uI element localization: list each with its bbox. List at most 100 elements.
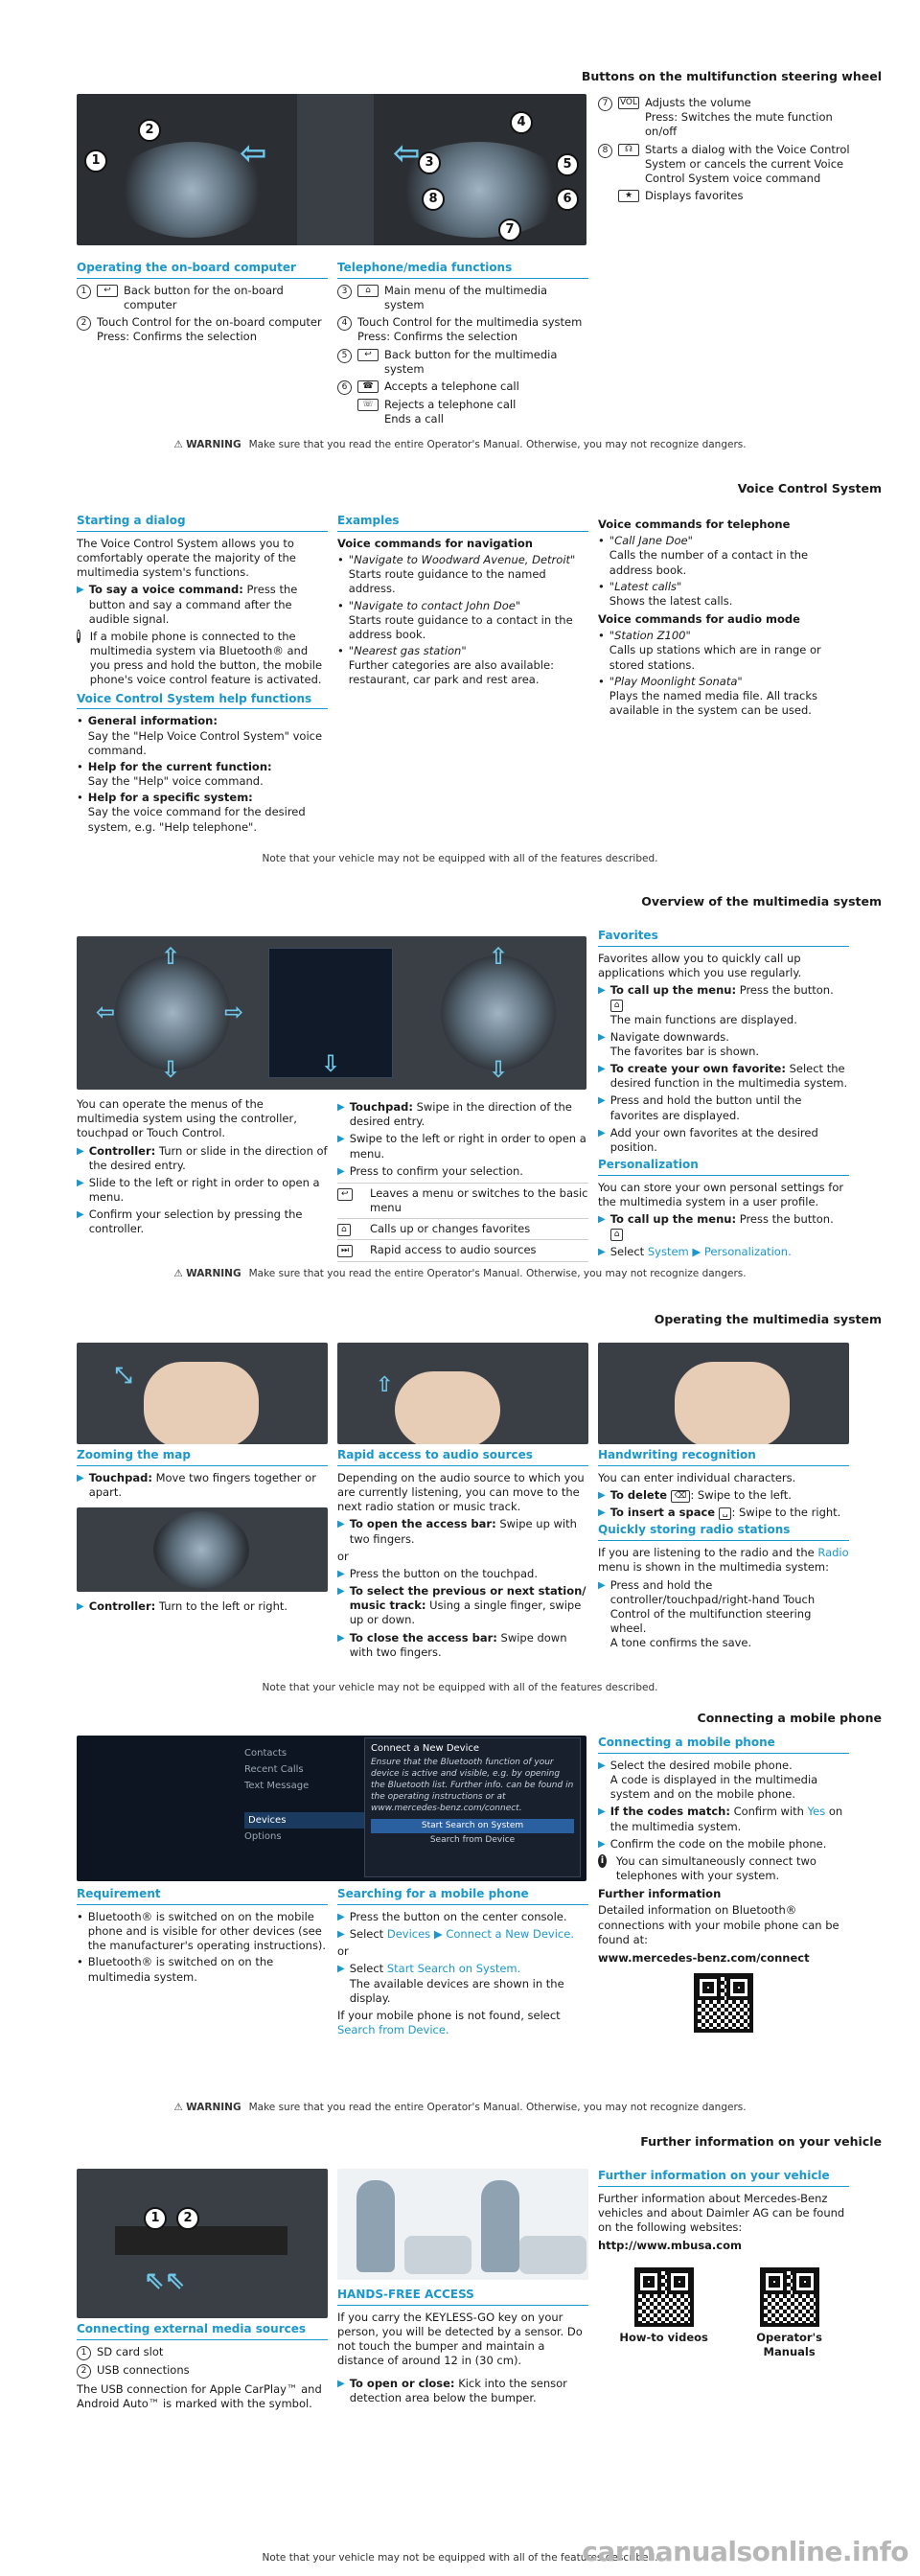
devices-link[interactable]: Devices xyxy=(386,1927,431,1941)
callout-1: 1 xyxy=(84,150,107,172)
menu-contacts[interactable]: Contacts xyxy=(244,1748,288,1759)
arrow-left-icon: ⇦ xyxy=(96,999,116,1025)
arrow-down-icon: ⇩ xyxy=(489,1056,509,1083)
section-multimedia-overview: Overview of the multimedia system ⇧ ⇩ ⇦ … xyxy=(0,886,920,1289)
voice-control-icon: ☊ xyxy=(618,143,639,156)
personalization-link[interactable]: Personalization. xyxy=(703,1244,792,1258)
controller-zoom-figure xyxy=(77,1507,328,1593)
arrow-up-icon: ⇧ xyxy=(161,943,181,970)
qr-code-icon xyxy=(694,1973,753,2034)
section-header: Voice Control System xyxy=(737,481,882,495)
search-from-device-link[interactable]: Search from Device. xyxy=(337,2023,449,2037)
star-icon: ★ xyxy=(618,190,639,203)
mbusa-url[interactable]: http://www.mbusa.com xyxy=(598,2239,742,2253)
col-hands-free: HANDS-FREE ACCESS If you carry the KEYLE… xyxy=(337,2288,588,2408)
home-icon: ⌂ xyxy=(610,1229,624,1242)
callout-7: 7 xyxy=(498,218,521,242)
controller-figure: ⇧ ⇩ ⇦ ⇨ ⇩ ⇧ ⇩ xyxy=(77,936,586,1090)
col-zooming: Zooming the map ▶Touchpad: Move two fing… xyxy=(77,1448,328,1617)
arrow-left-icon: ⇦ xyxy=(393,134,421,172)
qr-code-icon xyxy=(633,2266,694,2327)
home-icon: ⌂ xyxy=(337,1224,351,1237)
section-steering-wheel: Buttons on the multifunction steering wh… xyxy=(0,0,920,450)
section-header: Operating the multimedia system xyxy=(654,1312,882,1326)
col-requirement: Requirement •Bluetooth® is switched on o… xyxy=(77,1887,328,1984)
footnote: Note that your vehicle may not be equipp… xyxy=(262,2552,658,2564)
section-header: Connecting a mobile phone xyxy=(697,1711,882,1725)
col-telephone-media: Telephone/media functions 3⌂Main menu of… xyxy=(337,261,588,429)
start-search-link[interactable]: Start Search on System. xyxy=(386,1962,521,1976)
usb-slot-figure: 1 2 ⇖⇖ xyxy=(77,2169,328,2318)
search-from-device-button[interactable]: Search from Device xyxy=(429,1835,516,1846)
footnote: Note that your vehicle may not be equipp… xyxy=(262,853,658,864)
info-icon: i xyxy=(77,629,80,643)
section-header: Overview of the multimedia system xyxy=(641,894,882,908)
section-header: Further information on your vehicle xyxy=(640,2134,882,2149)
home-icon: ⌂ xyxy=(610,1000,624,1013)
dialog-body: Ensure that the Bluetooth function of yo… xyxy=(371,1758,574,1813)
qr-code-icon xyxy=(759,2266,819,2327)
watermark: carmanualsonline.info xyxy=(582,2536,908,2568)
arrow-right-icon: ⇨ xyxy=(224,999,244,1025)
arrow-icon: ⇖⇖ xyxy=(144,2266,186,2295)
callout-4: 4 xyxy=(510,111,533,134)
vol-key-icon: VOL xyxy=(618,97,639,109)
connect-url[interactable]: www.mercedes-benz.com/connect xyxy=(598,1950,810,1965)
callout-5: 5 xyxy=(556,153,579,176)
audio-access-figure: ⇧ xyxy=(337,1343,588,1444)
bluetooth-menu-screen: Contacts Recent Calls Text Message Devic… xyxy=(77,1736,586,1881)
col-onboard-computer: Operating the on-board computer 1↩Back b… xyxy=(77,261,328,348)
handwriting-figure xyxy=(598,1343,849,1444)
col-further-info: Further information on your vehicle Furt… xyxy=(598,2169,849,2359)
phone-reject-icon: ☏ xyxy=(357,398,379,411)
col-starting-dialog: Starting a dialog The Voice Control Syst… xyxy=(77,514,328,837)
arrow-up-icon: ⇧ xyxy=(376,1373,394,1397)
info-icon: i xyxy=(598,1853,607,1868)
footnote: Note that your vehicle may not be equipp… xyxy=(262,1682,658,1693)
callout-3: 3 xyxy=(418,151,441,174)
col-telephone-commands: Voice commands for telephone •"Call Jane… xyxy=(598,518,821,718)
connect-new-device-link[interactable]: Connect a New Device. xyxy=(446,1927,574,1941)
callout-6: 6 xyxy=(556,188,579,211)
phone-accept-icon: ☎ xyxy=(357,380,379,393)
menu-options[interactable]: Options xyxy=(244,1830,282,1842)
backspace-icon: ⌫ xyxy=(670,1490,691,1503)
col-rapid-access: Rapid access to audio sources Depending … xyxy=(337,1448,588,1663)
menu-devices[interactable]: Devices xyxy=(244,1811,398,1828)
section-connect-phone: Connecting a mobile phone Contacts Recen… xyxy=(0,1701,920,2113)
steering-wheel-figure: ⇦ ⇦ 1 2 3 4 5 6 7 8 xyxy=(77,94,586,245)
col-searching: Searching for a mobile phone ▶Press the … xyxy=(337,1887,588,2037)
skip-forward-icon: ⏭ xyxy=(337,1245,354,1258)
callout-8: 8 xyxy=(422,188,445,211)
col-handwriting: Handwriting recognition You can enter in… xyxy=(598,1448,849,1650)
system-link[interactable]: System xyxy=(647,1244,689,1258)
col-examples: Examples Voice commands for navigation •… xyxy=(337,514,588,690)
callout-2: 2 xyxy=(176,2207,199,2230)
col-controller: You can operate the menus of the multime… xyxy=(77,1097,328,1236)
dialog-title: Connect a New Device xyxy=(371,1743,480,1754)
col-favorites: Favorites Favorites allow you to quickly… xyxy=(598,929,849,1258)
home-icon: ⌂ xyxy=(357,284,379,297)
hands-free-access-figure xyxy=(337,2169,588,2280)
section-voice-control: Voice Control System Starting a dialog T… xyxy=(0,472,920,874)
arrow-up-icon: ⇧ xyxy=(489,943,509,970)
zoom-touchpad-figure: ⤡ xyxy=(77,1343,328,1444)
space-icon: ␣ xyxy=(718,1507,732,1521)
callout-1: 1 xyxy=(144,2207,167,2230)
menu-recent-calls[interactable]: Recent Calls xyxy=(244,1764,304,1776)
callout-2: 2 xyxy=(138,119,161,142)
arrow-down-icon: ⇩ xyxy=(321,1050,341,1077)
arrow-left-icon: ⇦ xyxy=(240,134,267,172)
start-search-button[interactable]: Start Search on System xyxy=(371,1818,574,1834)
back-icon: ↩ xyxy=(337,1187,353,1201)
arrow-icon: ⤡ xyxy=(115,1364,132,1388)
section-operating-multimedia: Operating the multimedia system ⤡ ⇧ Zoom… xyxy=(0,1289,920,1701)
menu-text-message[interactable]: Text Message xyxy=(244,1781,310,1792)
section-further-info: Further information on your vehicle 1 2 … xyxy=(0,2113,920,2576)
section-header: Buttons on the multifunction steering wh… xyxy=(581,69,882,83)
